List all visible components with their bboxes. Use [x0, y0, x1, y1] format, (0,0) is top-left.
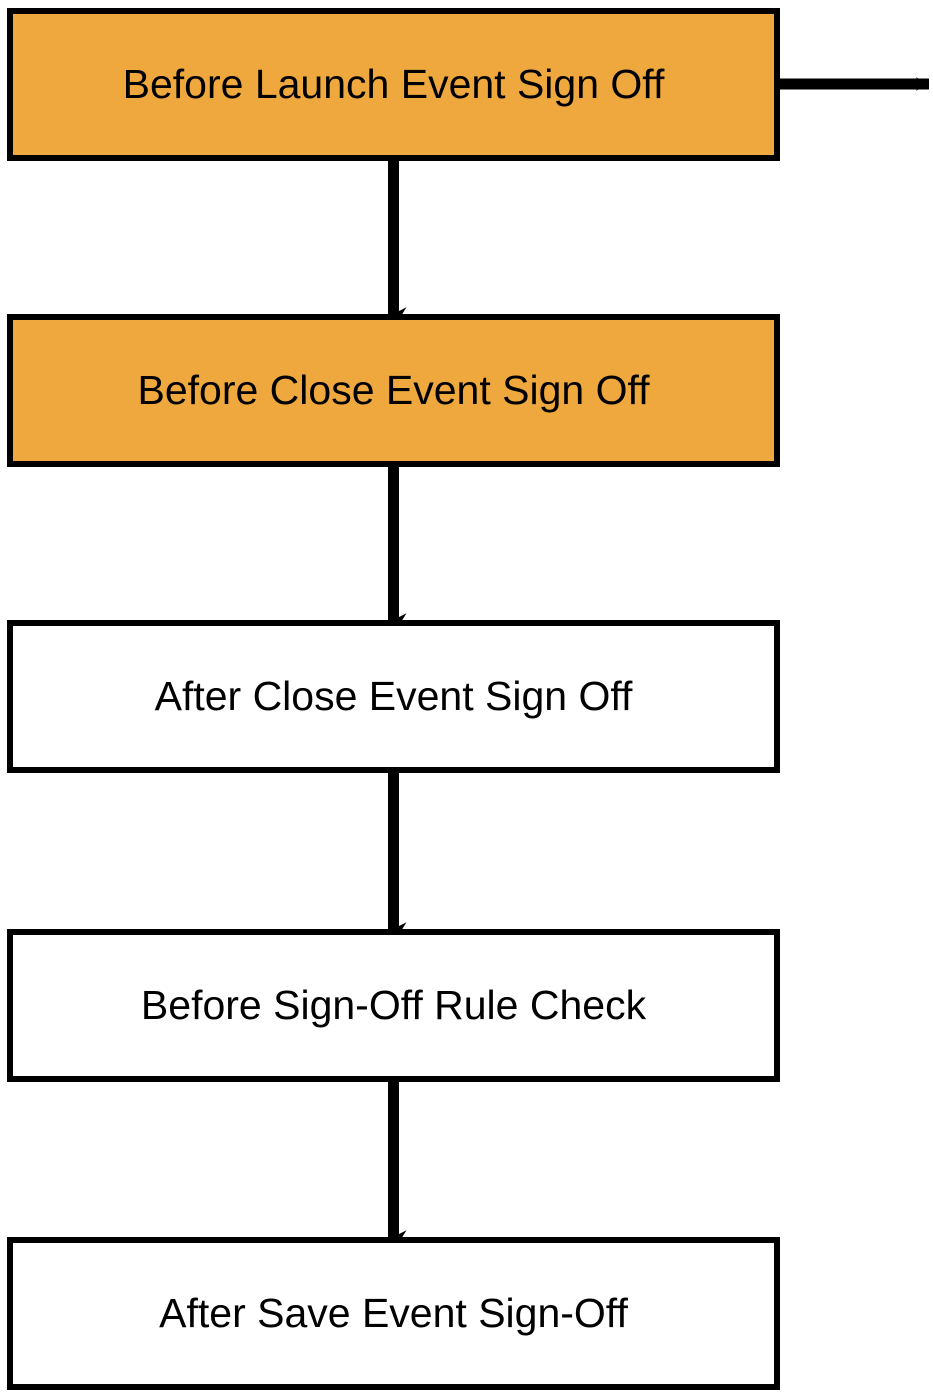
node-label: Before Sign-Off Rule Check — [140, 981, 647, 1028]
node-label: Before Launch Event Sign Off — [122, 60, 665, 107]
node-label: After Save Event Sign-Off — [159, 1289, 628, 1336]
node-before-launch-event-sign-off[interactable]: Before Launch Event Sign Off — [7, 8, 780, 161]
node-before-sign-off-rule-check[interactable]: Before Sign-Off Rule Check — [7, 929, 780, 1082]
node-label: After Close Event Sign Off — [154, 672, 633, 719]
node-label: Before Close Event Sign Off — [137, 366, 650, 413]
node-before-close-event-sign-off[interactable]: Before Close Event Sign Off — [7, 314, 780, 467]
node-after-save-event-sign-off[interactable]: After Save Event Sign-Off — [7, 1237, 780, 1390]
node-after-close-event-sign-off[interactable]: After Close Event Sign Off — [7, 620, 780, 773]
